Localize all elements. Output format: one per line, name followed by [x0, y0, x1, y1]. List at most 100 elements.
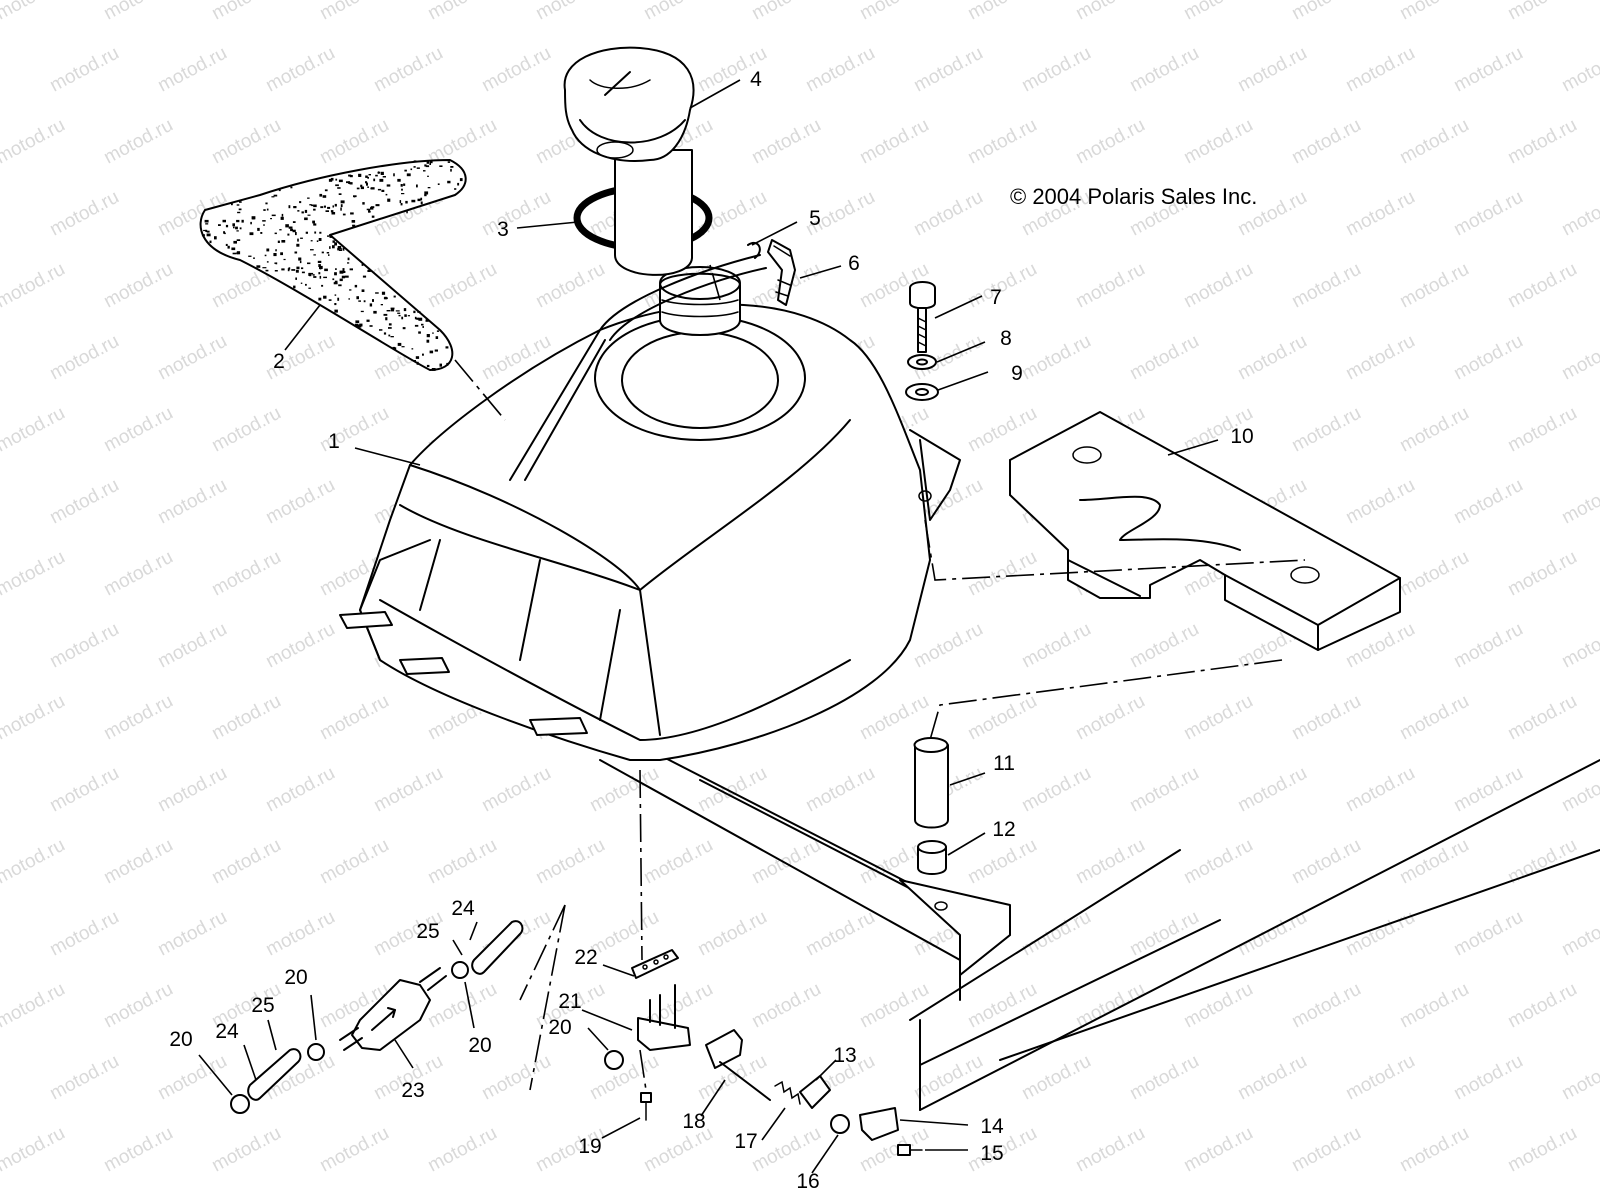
watermark-text: motod.ru — [262, 763, 338, 817]
foam-speck — [257, 227, 260, 231]
foam-speck — [283, 258, 286, 261]
callout-24a: 24 — [215, 1020, 239, 1043]
foam-speck — [323, 276, 327, 279]
watermark-text: motod.ru — [154, 907, 230, 961]
foam-speck — [450, 166, 454, 168]
foam-speck — [350, 212, 354, 215]
foam-speck — [356, 187, 360, 190]
foam-speck — [405, 200, 408, 204]
watermark-text: motod.ru — [1504, 979, 1580, 1033]
watermark-text: motod.ru — [46, 907, 122, 961]
watermark-text: motod.ru — [1504, 691, 1580, 745]
watermark-text: motod.ru — [208, 547, 284, 601]
foam-speck — [277, 240, 280, 243]
foam-speck — [352, 224, 356, 227]
watermark-text: motod.ru — [1396, 403, 1472, 457]
watermark-text: motod.ru — [100, 979, 176, 1033]
foam-speck — [340, 248, 342, 250]
foam-speck — [416, 167, 420, 169]
watermark-text: motod.ru — [478, 187, 554, 241]
foam-speck — [390, 307, 395, 310]
foam-speck — [393, 295, 396, 298]
foam-speck — [351, 220, 356, 223]
callout-13: 13 — [833, 1044, 856, 1067]
foam-speck — [416, 184, 418, 188]
watermark-text: motod.ru — [478, 763, 554, 817]
watermark-text: motod.ru — [100, 547, 176, 601]
foam-speck — [331, 212, 336, 215]
foam-speck — [225, 224, 229, 228]
watermark-text: motod.ru — [208, 403, 284, 457]
watermark-text: motod.ru — [478, 1051, 554, 1105]
foam-speck — [329, 246, 331, 249]
foam-speck — [406, 173, 411, 177]
foam-speck — [398, 314, 401, 317]
foam-speck — [334, 272, 337, 276]
foam-speck — [424, 164, 427, 167]
foam-speck — [204, 219, 209, 223]
foam-speck — [233, 226, 235, 229]
watermark-text: motod.ru — [1450, 331, 1526, 385]
foam-speck — [418, 317, 423, 321]
foam-speck — [313, 254, 316, 256]
foam-speck — [334, 242, 337, 246]
foam-speck — [401, 346, 405, 348]
foam-speck — [437, 183, 440, 185]
watermark-text: motod.ru — [748, 979, 824, 1033]
foam-speck — [340, 200, 345, 204]
callout-8: 8 — [1000, 327, 1012, 350]
foam-speck — [335, 178, 338, 181]
watermark-text: motod.ru — [0, 835, 69, 889]
foam-speck — [413, 160, 417, 163]
watermark-text: motod.ru — [964, 259, 1040, 313]
foam-speck — [231, 247, 236, 251]
callout-20d: 20 — [548, 1016, 571, 1039]
foam-speck — [294, 251, 298, 254]
watermark-text: motod.ru — [964, 835, 1040, 889]
foam-speck — [300, 282, 303, 284]
foam-speck — [316, 240, 319, 242]
foam-speck — [361, 289, 365, 292]
foam-speck — [348, 174, 352, 177]
foam-speck — [424, 194, 427, 197]
watermark-text: motod.ru — [964, 403, 1040, 457]
foam-speck — [313, 208, 316, 211]
watermark-text: motod.ru — [0, 115, 69, 169]
watermark-text: motod.ru — [1504, 547, 1580, 601]
watermark-text: motod.ru — [964, 547, 1040, 601]
foam-speck — [319, 275, 322, 279]
foam-speck — [368, 211, 371, 213]
foam-speck — [337, 246, 342, 249]
foam-speck — [347, 262, 350, 264]
watermark-text: motod.ru — [1558, 187, 1600, 241]
foam-speck — [235, 226, 238, 230]
foam-speck — [285, 224, 289, 228]
callout-22: 22 — [574, 946, 597, 969]
foam-speck — [236, 204, 240, 206]
foam-speck — [291, 269, 296, 271]
watermark-text: motod.ru — [1558, 619, 1600, 673]
watermark-text: motod.ru — [154, 475, 230, 529]
foam-speck — [264, 254, 267, 257]
watermark-text: motod.ru — [1288, 403, 1364, 457]
foam-pad-icon — [199, 159, 467, 371]
foam-speck — [361, 263, 364, 266]
watermark-text: motod.ru — [1342, 763, 1418, 817]
callout-10: 10 — [1230, 425, 1253, 448]
watermark-text: motod.ru — [856, 115, 932, 169]
foam-speck — [209, 240, 212, 244]
foam-speck — [379, 329, 383, 331]
watermark-text: motod.ru — [1288, 979, 1364, 1033]
foam-speck — [308, 287, 311, 289]
foam-speck — [262, 267, 267, 269]
watermark-text: motod.ru — [262, 619, 338, 673]
foam-speck — [318, 264, 321, 267]
foam-speck — [271, 196, 275, 198]
foam-speck — [298, 257, 302, 261]
screw-icon — [640, 1092, 923, 1156]
foam-speck — [273, 253, 277, 257]
foam-speck — [288, 205, 291, 209]
foam-speck — [415, 356, 420, 359]
foam-speck — [214, 236, 217, 240]
foam-speck — [301, 211, 304, 214]
